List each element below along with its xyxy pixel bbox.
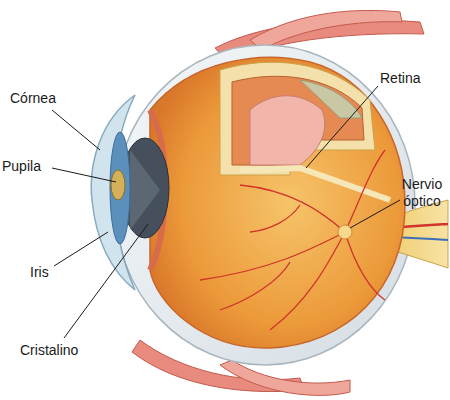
part-label: Córnea xyxy=(10,90,56,107)
part-label: Nervio óptico xyxy=(397,176,447,210)
part-label: Retina xyxy=(380,70,420,87)
part-label: Iris xyxy=(30,264,49,281)
part-label: Pupila xyxy=(2,158,41,175)
part-label: Cristalino xyxy=(20,342,78,359)
